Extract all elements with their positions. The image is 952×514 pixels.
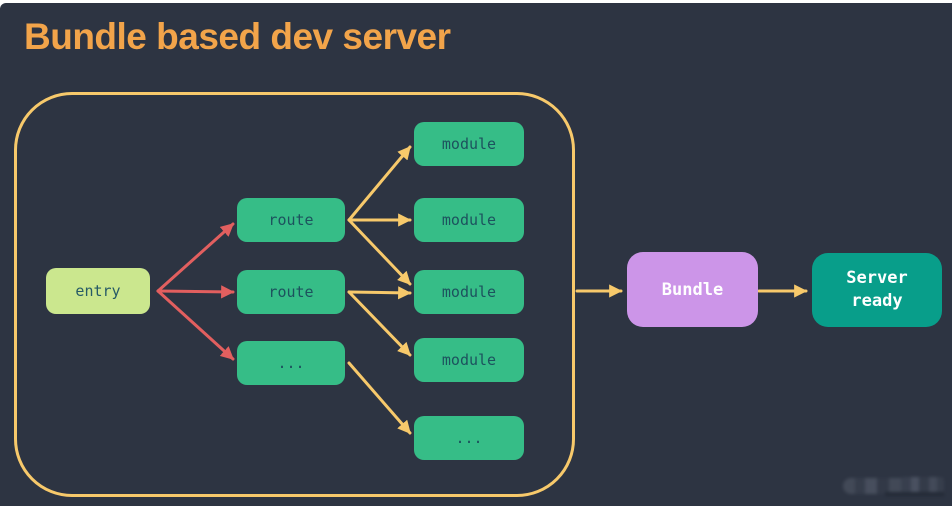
watermark-blob-left xyxy=(843,478,913,494)
node-route-2: route xyxy=(237,270,345,314)
watermark-dark-smear xyxy=(885,492,944,496)
watermark-blob-right xyxy=(901,477,944,494)
node-route-ellipsis: ... xyxy=(237,341,345,385)
node-module-2: module xyxy=(414,198,524,242)
node-route-1: route xyxy=(237,198,345,242)
node-module-ellipsis: ... xyxy=(414,416,524,460)
node-module-1: module xyxy=(414,122,524,166)
node-module-4: module xyxy=(414,338,524,382)
node-bundle: Bundle xyxy=(627,252,758,327)
node-server-ready: Server ready xyxy=(812,253,942,327)
watermark-blur xyxy=(843,477,944,498)
dev-server-container-outline xyxy=(14,92,575,497)
slide-title: Bundle based dev server xyxy=(24,16,451,57)
node-entry: entry xyxy=(46,268,150,314)
node-module-3: module xyxy=(414,270,524,314)
